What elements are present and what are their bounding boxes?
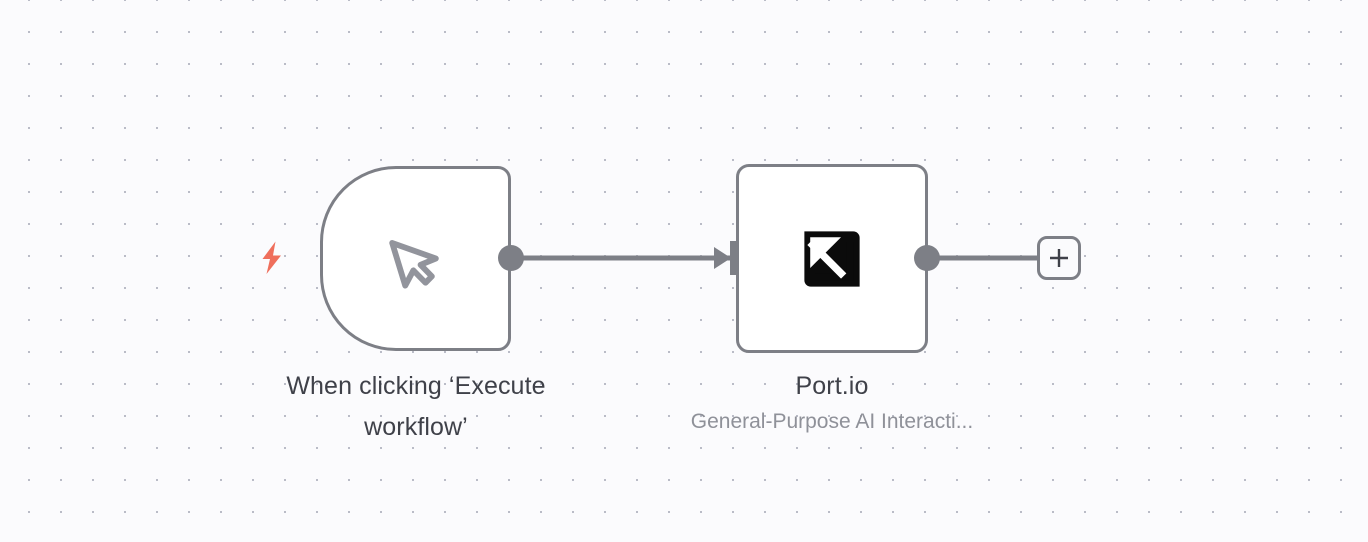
- port-io-logo-icon: [804, 230, 860, 287]
- node-port-io[interactable]: [736, 164, 928, 353]
- mouse-cursor-icon: [388, 239, 439, 289]
- portio-node-title: Port.io: [795, 372, 869, 400]
- plus-icon: [1050, 249, 1068, 267]
- node-when-clicking-execute-workflow[interactable]: [320, 166, 511, 351]
- lightning-bolt-icon: [262, 241, 281, 274]
- portio-output-endpoint[interactable]: [914, 245, 940, 271]
- trigger-node-title: When clicking ‘Execute workflow’: [286, 372, 553, 441]
- portio-node-subtitle: General-Purpose AI Interacti...: [690, 410, 974, 433]
- portio-node-labels: Port.io General-Purpose AI Interacti...: [640, 366, 1024, 437]
- trigger-output-endpoint[interactable]: [498, 245, 524, 271]
- trigger-node-labels: When clicking ‘Execute workflow’: [240, 366, 592, 448]
- add-node-button[interactable]: [1037, 236, 1081, 280]
